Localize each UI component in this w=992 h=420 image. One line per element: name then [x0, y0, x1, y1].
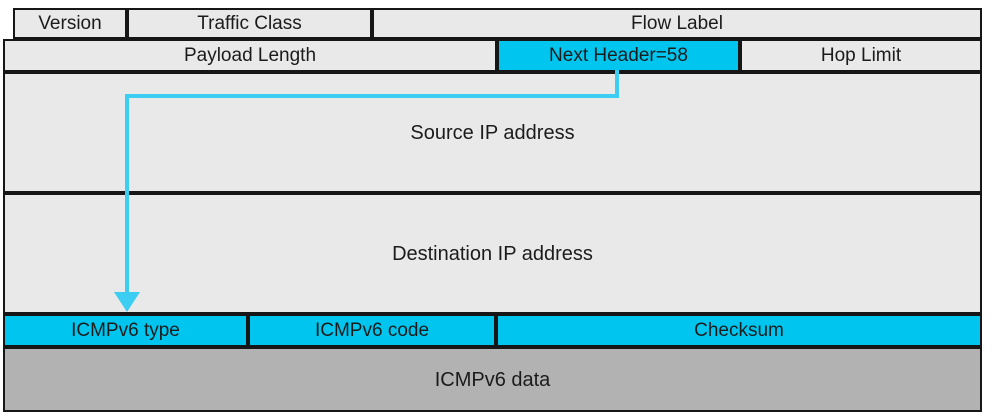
field-next-header: Next Header=58: [497, 39, 740, 72]
field-version: Version: [13, 8, 127, 39]
field-destination-ip-address: Destination IP address: [3, 193, 982, 314]
field-traffic-class: Traffic Class: [127, 8, 372, 39]
field-flow-label: Flow Label: [372, 8, 982, 39]
field-icmpv6-code: ICMPv6 code: [248, 314, 496, 347]
field-checksum: Checksum: [496, 314, 982, 347]
field-payload-length: Payload Length: [3, 39, 497, 72]
field-icmpv6-type: ICMPv6 type: [3, 314, 248, 347]
field-source-ip-address: Source IP address: [3, 72, 982, 193]
field-hop-limit: Hop Limit: [740, 39, 982, 72]
field-icmpv6-data: ICMPv6 data: [3, 347, 982, 412]
